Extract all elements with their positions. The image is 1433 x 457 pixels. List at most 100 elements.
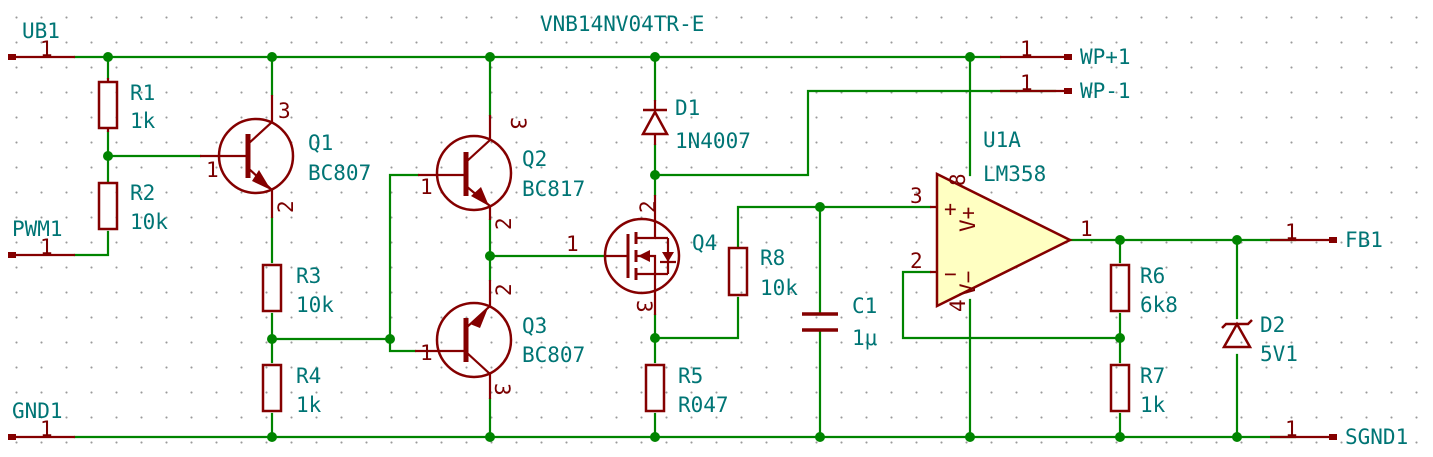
zener-d2 [1221, 319, 1253, 349]
wire [736, 205, 932, 248]
r1-ref: R1 [130, 81, 155, 105]
junction-dot [1232, 235, 1242, 245]
opamp-minus-mark: − [944, 262, 957, 286]
q3-pin-base: 1 [420, 341, 433, 365]
q1-value: BC807 [308, 161, 371, 185]
resistors [97, 78, 1131, 413]
q2-collector-lead [465, 115, 492, 163]
opamp-body [935, 171, 1073, 309]
r4-ref: R4 [296, 364, 321, 388]
wire [901, 270, 1122, 340]
junction-dot [385, 334, 395, 344]
opamp-vplus-mark: V+ [956, 207, 980, 232]
d2-ref: D2 [1260, 313, 1285, 337]
u1a-pin-vminus: 4 [946, 299, 970, 312]
wp-minus-pin-end [1064, 88, 1072, 94]
q3-body [435, 301, 513, 379]
r8-ref: R8 [760, 246, 785, 270]
resistor-labels: R1 1k R2 10k R3 10k R4 1k R5 R047 R6 6k8… [130, 81, 1178, 417]
wire [388, 173, 420, 353]
junction-dot [815, 432, 825, 442]
d1-triangle [640, 109, 670, 136]
sgnd1-label: SGND1 [1345, 425, 1408, 449]
q4-ref: Q4 [692, 231, 717, 255]
q4-pin-drain: 2 [636, 200, 660, 213]
u1a-pin-in-plus: 3 [910, 184, 923, 208]
ub1-pin-end [8, 54, 16, 60]
opamp-plus-mark: + [944, 197, 957, 221]
u1a-value: LM358 [983, 162, 1046, 186]
q3-value: BC807 [522, 343, 585, 367]
wire [73, 230, 110, 257]
q2-body [435, 134, 513, 212]
resistor-r7-body [1109, 363, 1131, 413]
junction-dot [650, 333, 660, 343]
q4-gate-lead [605, 244, 630, 258]
fb1-label: FB1 [1345, 228, 1383, 252]
q4-diode-triangle [662, 252, 674, 262]
q4-arrow [638, 250, 650, 262]
pwm1-label: PWM1 [12, 217, 63, 241]
connector-labels: UB1 1 PWM1 1 GND1 1 WP+1 1 WP-1 1 FB1 1 … [12, 19, 1408, 449]
r8-value: 10k [760, 276, 798, 300]
resistor-r4-body [261, 363, 283, 413]
r3-value: 10k [296, 293, 334, 317]
junction-dot [650, 432, 660, 442]
junction-dot [1115, 333, 1125, 343]
junction-dot [650, 170, 660, 180]
u1a-ref: U1A [983, 128, 1021, 152]
transistor-q3 [415, 280, 513, 399]
wire [653, 89, 1057, 177]
wire [653, 296, 740, 340]
junction-dot [965, 432, 975, 442]
resistor-r3-body [261, 263, 283, 313]
junction-dot [815, 202, 825, 212]
u1a-pin-out: 1 [1080, 217, 1093, 241]
opamp-vminus-mark: V− [956, 271, 980, 296]
gnd1-pin-number: 1 [40, 417, 53, 441]
r6-value: 6k8 [1140, 293, 1178, 317]
resistor-r6-body [1109, 263, 1131, 313]
junction-dot [1115, 235, 1125, 245]
transistor-q2 [418, 115, 513, 220]
junction-dot [267, 334, 277, 344]
wp-plus-label: WP+1 [1080, 45, 1131, 69]
junction-dot [965, 52, 975, 62]
junction-dot [1232, 432, 1242, 442]
q1-emitter-lead [247, 95, 274, 145]
gnd1-label: GND1 [12, 399, 63, 423]
r3-ref: R3 [296, 264, 321, 288]
misc-labels: D1 1N4007 D2 5V1 C1 1μ U1A LM358 3 2 1 8… [675, 96, 1298, 366]
q2-emitter-lead [465, 185, 492, 220]
resistor-r5-body [644, 363, 666, 413]
q2-pin-base: 1 [420, 175, 433, 199]
capacitor-c1 [802, 312, 838, 332]
resistor-r8-body [727, 246, 749, 297]
junction-dot [103, 52, 113, 62]
resistor-r2-body [97, 181, 119, 231]
schematic-title: VNB14NV04TR-E [540, 12, 704, 36]
q1-pin-base: 1 [206, 158, 219, 182]
q3-arrow [470, 308, 488, 328]
sgnd1-pin-end [1329, 434, 1337, 440]
junction-dot [485, 251, 495, 261]
q1-pin-emitter: 3 [278, 99, 291, 123]
r5-value: R047 [678, 393, 729, 417]
ub1-label: UB1 [22, 19, 60, 43]
wp-minus-label: WP-1 [1080, 79, 1131, 103]
r5-ref: R5 [678, 364, 703, 388]
q3-ref: Q3 [522, 314, 547, 338]
c1-ref: C1 [852, 294, 877, 318]
q3-collector-lead [465, 351, 492, 399]
q2-pin-collector: 3 [506, 117, 530, 130]
sgnd1-pin-number: 1 [1285, 417, 1298, 441]
d1-value: 1N4007 [675, 129, 751, 153]
wp-minus-pin-number: 1 [1020, 71, 1033, 95]
r6-ref: R6 [1140, 264, 1165, 288]
junction-dot [485, 432, 495, 442]
junction-dot [1115, 432, 1125, 442]
d2-triangle [1221, 321, 1253, 349]
transistor-labels: Q1 BC807 1 3 2 Q2 BC817 1 3 2 Q3 BC807 1… [206, 99, 717, 396]
connector-pins [8, 54, 1337, 440]
